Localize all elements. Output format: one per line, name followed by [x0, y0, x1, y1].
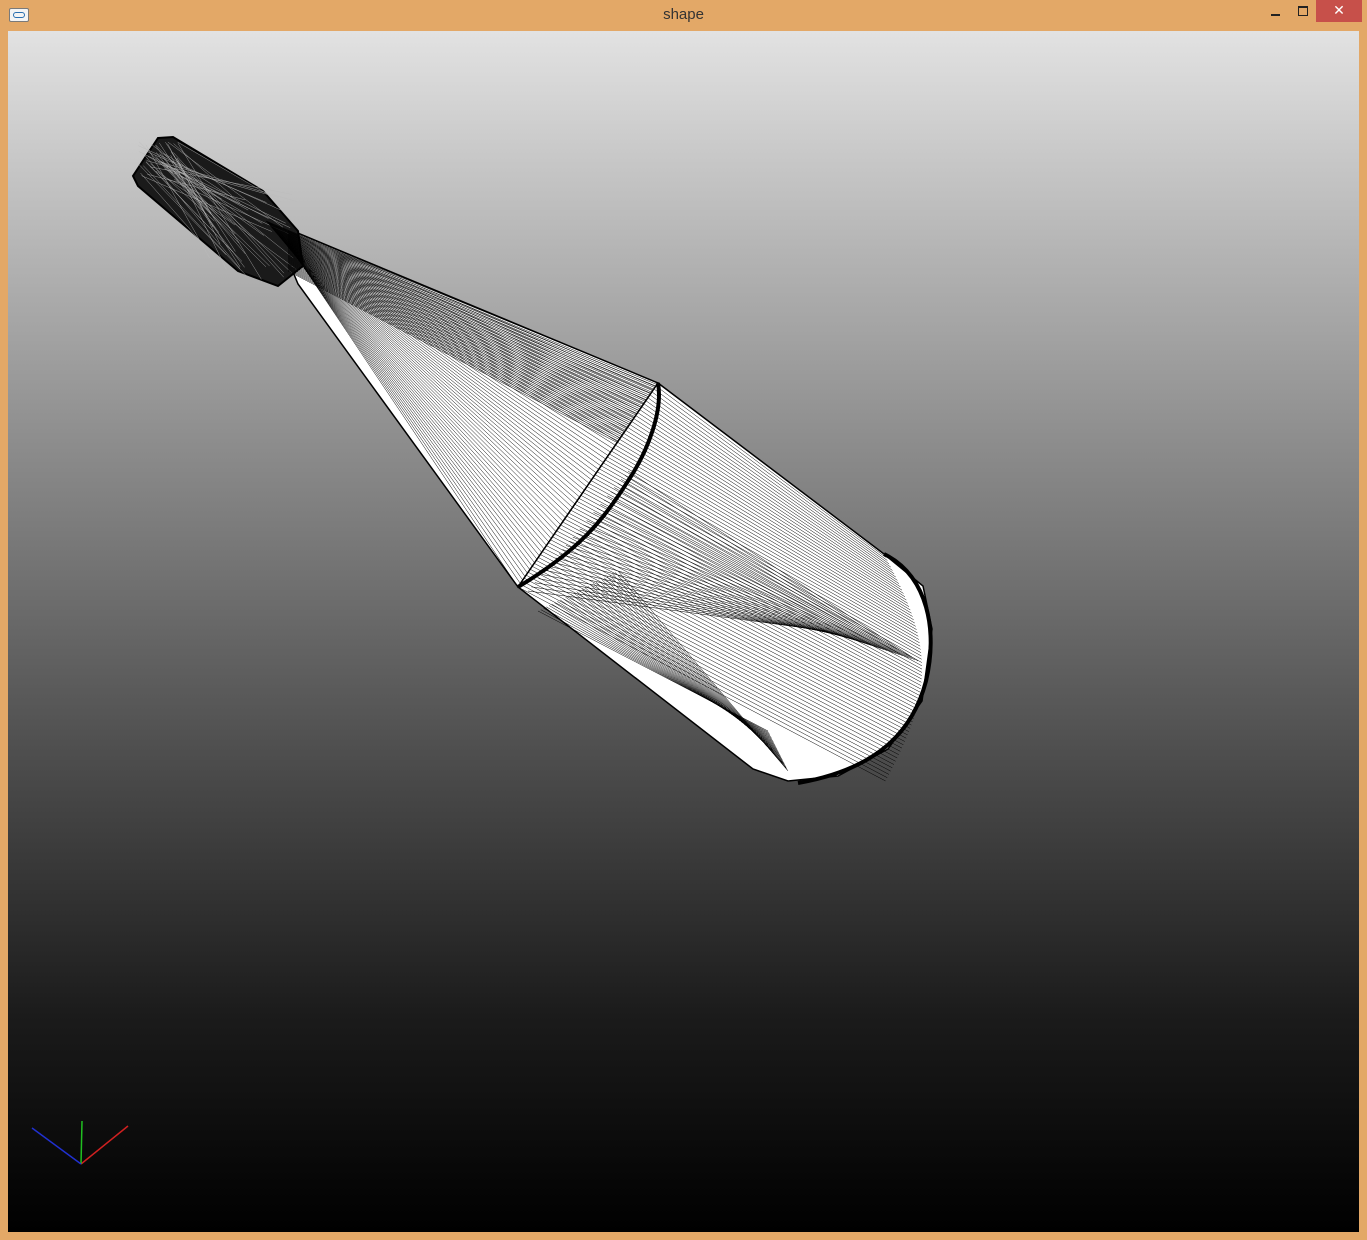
close-icon: ✕ [1333, 3, 1345, 19]
3d-viewport[interactable] [8, 31, 1359, 1232]
title-bar[interactable]: shape ✕ [0, 0, 1367, 31]
axis-triad [32, 1121, 128, 1164]
close-button[interactable]: ✕ [1316, 0, 1362, 22]
minimize-button[interactable] [1262, 0, 1289, 22]
window-title: shape [0, 6, 1367, 23]
maximize-button[interactable] [1289, 0, 1316, 22]
axis-z [32, 1128, 81, 1164]
tip-mesh [133, 137, 303, 286]
axis-y [81, 1121, 82, 1164]
minimize-icon [1271, 14, 1280, 16]
axis-x [81, 1126, 128, 1164]
maximize-icon [1298, 6, 1308, 16]
wireframe-model [8, 31, 1359, 1232]
